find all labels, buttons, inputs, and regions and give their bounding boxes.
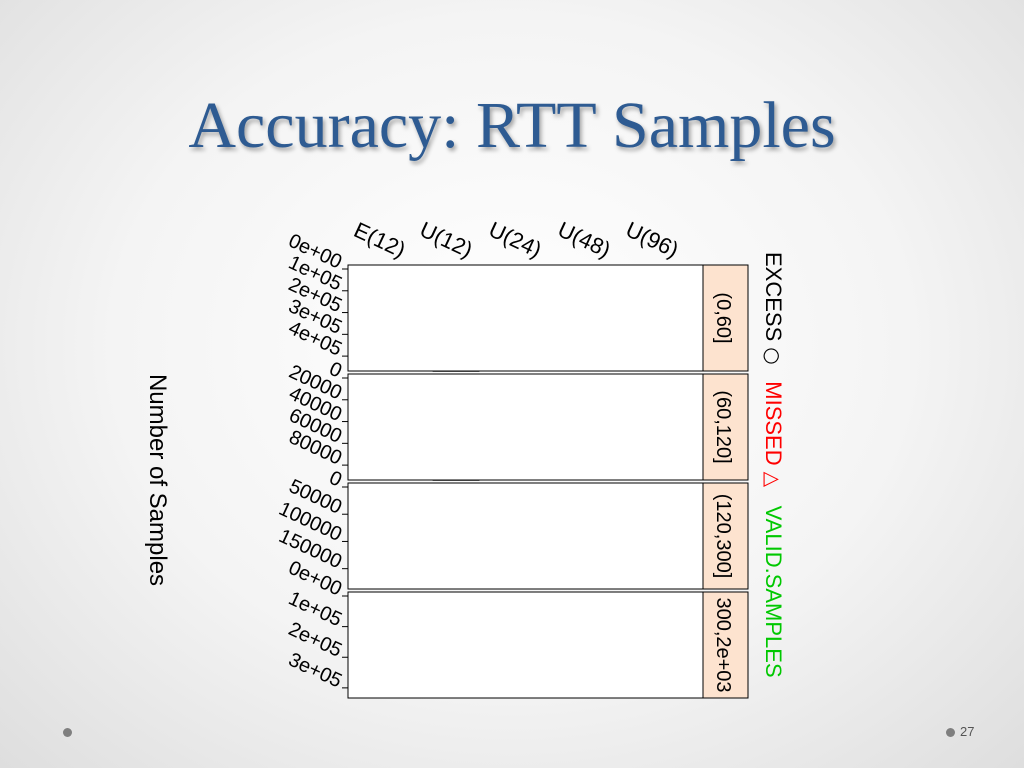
legend-symbol-1: △ (761, 472, 785, 488)
panel-0-strip-label: (0,60] (712, 292, 734, 343)
panel-1-strip-label: (60,120] (712, 390, 734, 463)
legend-item-1: MISSED (761, 381, 786, 465)
category-label-0: E(12) (350, 217, 409, 262)
legend-group: EXCESS ○ MISSED △ VALID.SAMPLES (761, 252, 786, 678)
panel-1-frame (347, 373, 704, 481)
panel-frames: (0,60] (60,120] (120,300] 300,2e+03 (347, 264, 749, 699)
legend: EXCESS ○ MISSED △ VALID.SAMPLES (761, 252, 786, 678)
panel-3-strip (702, 591, 749, 699)
page-number: 27 (960, 724, 975, 739)
right-bullet-dot (946, 728, 955, 737)
tick-label-p2-0: 0 (326, 467, 345, 492)
slide-title: Accuracy: RTT Samples (188, 89, 836, 162)
category-label-2: U(24) (485, 217, 545, 263)
category-label-4: U(96) (622, 217, 682, 263)
axis-ticks: 0e+001e+052e+053e+054e+05020000400006000… (275, 230, 348, 692)
category-label-3: U(48) (554, 217, 614, 263)
panel-2-strip-label: (120,300] (712, 494, 734, 579)
panel-2-frame (347, 482, 704, 590)
legend-symbol-0: ○ (761, 347, 785, 364)
panel-0-strip (702, 264, 749, 372)
panel-3-strip-label: 300,2e+03 (712, 597, 734, 692)
y-axis-label: Number of Samples (144, 374, 171, 586)
category-label-1: U(12) (416, 217, 476, 263)
legend-item-0: EXCESS (761, 252, 786, 341)
panel-3-frame (347, 591, 704, 699)
category-labels: E(12)U(12)U(24)U(48)U(96) (350, 217, 682, 263)
panel-0-frame (347, 264, 704, 372)
left-bullet-dot (63, 728, 72, 737)
panel-2-strip (702, 482, 749, 590)
legend-item-2: VALID.SAMPLES (761, 506, 786, 678)
panel-1-strip (702, 373, 749, 481)
